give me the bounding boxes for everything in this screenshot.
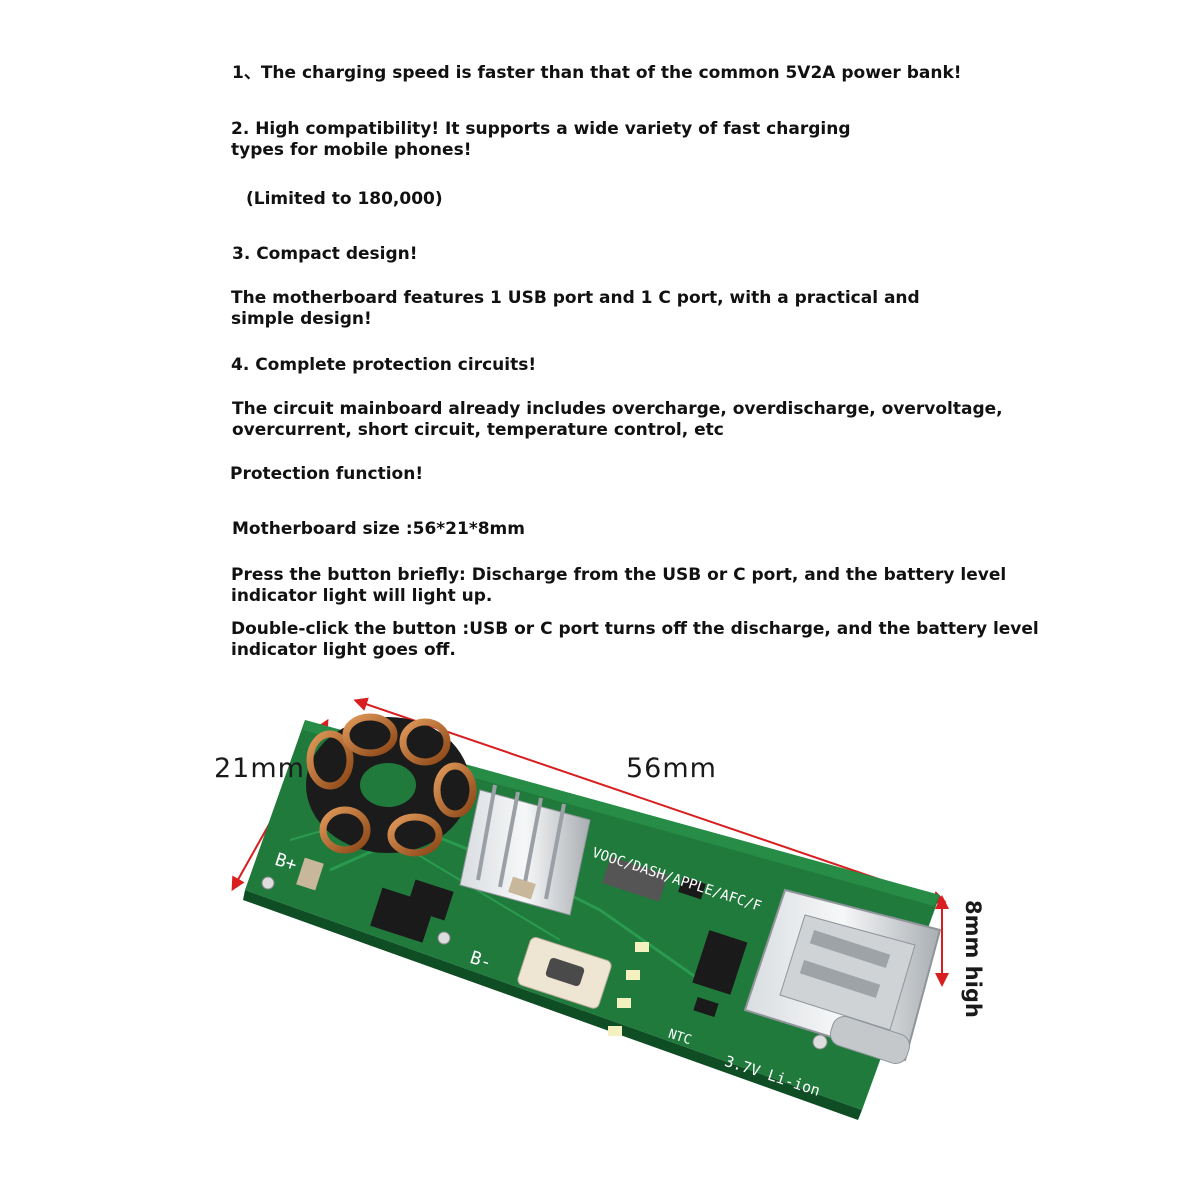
width-dimension-label: 21mm: [214, 753, 305, 784]
spec-line-9: Motherboard size :56*21*8mm: [232, 519, 525, 539]
tactile-button: [517, 936, 612, 1009]
spec-line-1: 1、The charging speed is faster than that…: [232, 63, 962, 83]
length-arrow: [353, 697, 947, 905]
spec-line-8: Protection function!: [230, 464, 424, 484]
spec-line-6: 4. Complete protection circuits!: [231, 355, 537, 375]
spec-line-11: Double-click the button :USB or C port t…: [231, 619, 1039, 660]
pcb-illustration: [231, 697, 949, 1120]
usb-c-port: [829, 1015, 911, 1065]
spec-line-10: Press the button briefly: Discharge from…: [231, 565, 1007, 606]
spec-line-7: The circuit mainboard already includes o…: [232, 399, 1003, 440]
spec-line-2: 2. High compatibility! It supports a wid…: [231, 119, 851, 160]
components: [296, 856, 748, 1036]
spec-line-3: (Limited to 180,000): [246, 189, 443, 209]
spec-line-5: The motherboard features 1 USB port and …: [231, 288, 920, 329]
height-dimension-label: 8mm high: [961, 900, 985, 1018]
heatsink: [459, 784, 591, 916]
toroid-inductor: [306, 713, 477, 857]
usb-a-port: [743, 888, 942, 1062]
spec-line-4: 3. Compact design!: [232, 244, 418, 264]
length-dimension-label: 56mm: [626, 753, 717, 784]
board-photo: 21mm 56mm 8mm high B+ B- VOOC/DASH/APPLE…: [0, 680, 1200, 1200]
